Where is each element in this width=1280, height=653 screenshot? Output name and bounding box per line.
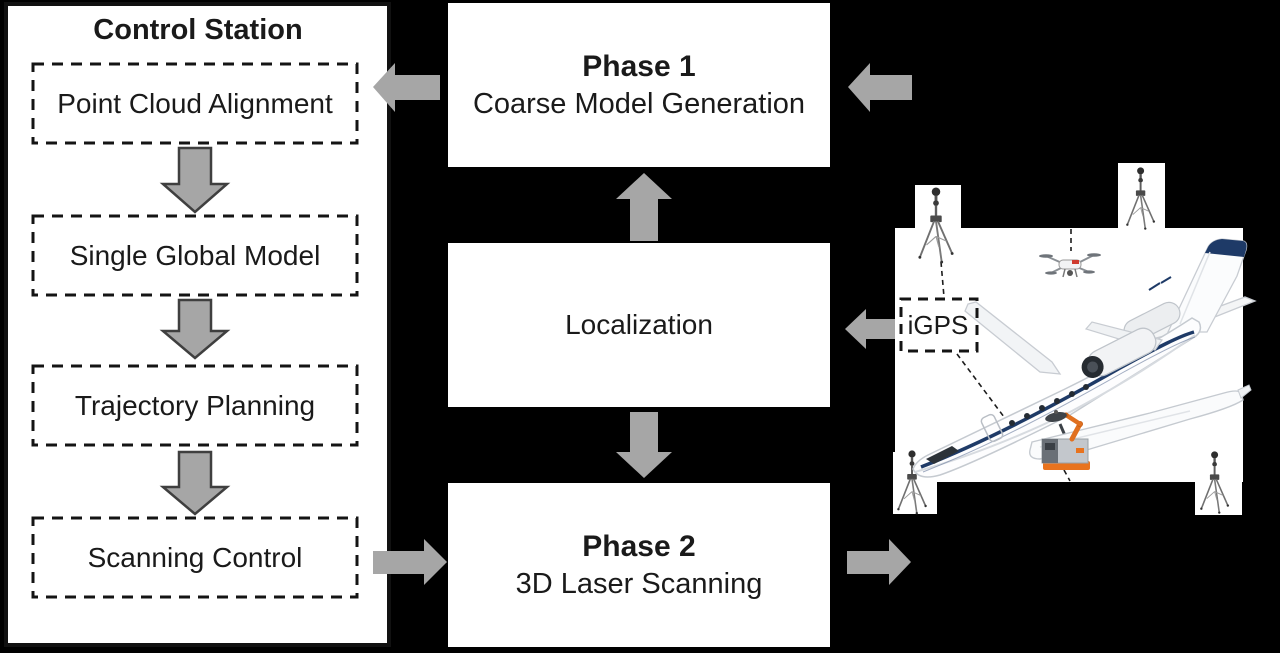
- arrow-localization-to-phase2: [616, 412, 672, 478]
- igps-label: iGPS: [907, 309, 969, 340]
- cockpit-windows: [926, 446, 959, 464]
- arrow-localization-to-phase1: [616, 173, 672, 241]
- aircraft: [912, 238, 1257, 478]
- igps-tripod-top-left: [917, 186, 955, 265]
- step-trajectory-planning: Trajectory Planning: [74, 389, 316, 421]
- arrow-igps-to-localization: [845, 309, 899, 349]
- engine-nacelle: [1081, 327, 1157, 378]
- tail-navy-cap: [1205, 239, 1247, 257]
- step-single-global-model: Single Global Model: [69, 239, 321, 271]
- igps-tripod-top-right: [1125, 166, 1157, 231]
- localization-title: Localization: [565, 309, 713, 340]
- igps-tripod-bottom-left: [896, 449, 928, 516]
- phase1-title: Phase 1: [582, 49, 696, 83]
- landing-gear-wheel: [1060, 434, 1074, 448]
- igps-connector-lines: [922, 229, 1072, 482]
- arrow-scene-to-phase1: [848, 63, 912, 112]
- arrow-phase2-to-scene: [847, 539, 911, 585]
- phase1-box: Phase 1 Coarse Model Generation: [448, 3, 830, 167]
- control-station-title: Control Station: [93, 14, 303, 46]
- igps-tripod-bottom-right: [1199, 450, 1231, 515]
- phase2-box: Phase 2 3D Laser Scanning: [448, 483, 830, 647]
- laser-scanner-head: [1045, 412, 1067, 422]
- tail-registration-marks: [1148, 276, 1172, 291]
- cabin-windows: [1009, 384, 1089, 426]
- fuselage-stripe: [920, 330, 1195, 469]
- phase1-subtitle: Coarse Model Generation: [472, 88, 806, 121]
- agv-scanner-robot: [1041, 410, 1090, 470]
- step-point-cloud-alignment: Point Cloud Alignment: [57, 87, 333, 119]
- phase2-title: Phase 2: [582, 529, 696, 563]
- phase2-subtitle: 3D Laser Scanning: [515, 568, 763, 601]
- drone: [1039, 253, 1101, 278]
- localization-box: Localization: [448, 243, 830, 407]
- step-scanning-control: Scanning Control: [87, 541, 303, 573]
